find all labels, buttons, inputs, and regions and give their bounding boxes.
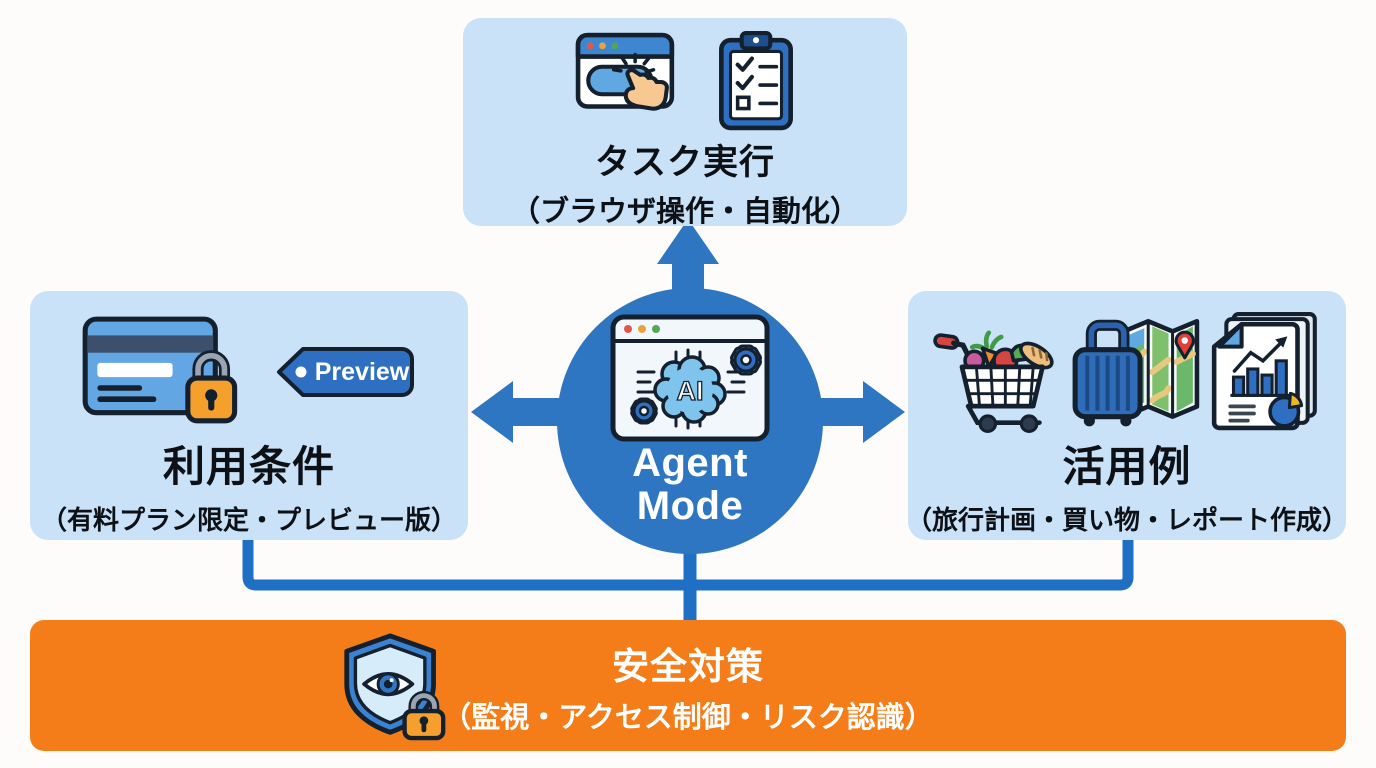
usage-conditions-title: 利用条件 bbox=[162, 443, 335, 490]
task-execution-icons bbox=[575, 30, 795, 132]
usage-conditions-card: Preview 利用条件 （有料プラン限定・プレビュー版） bbox=[30, 291, 468, 540]
suitcase-map-icon bbox=[1072, 318, 1200, 427]
use-cases-title: 活用例 bbox=[1062, 443, 1192, 490]
safety-measures-subtitle: （監視・アクセス制御・リスク認識） bbox=[442, 701, 934, 734]
safety-measures-title: 安全対策 bbox=[612, 645, 764, 687]
task-execution-subtitle: （ブラウザ操作・自動化） bbox=[510, 196, 859, 228]
shield-eye-lock-wrap bbox=[340, 630, 448, 742]
agent-mode-hub: AI Agent Mode bbox=[557, 288, 823, 554]
tag-icon bbox=[277, 347, 414, 397]
gear-icon-top-right bbox=[729, 344, 763, 376]
shopping-cart-icon bbox=[933, 330, 1054, 433]
credit-card-lock-icon bbox=[82, 316, 238, 424]
arrow-right-icon bbox=[794, 381, 905, 443]
arrow-up-icon bbox=[657, 219, 719, 302]
use-cases-card: 活用例 （旅行計画・買い物・レポート作成） bbox=[906, 291, 1349, 540]
browser-click-icon bbox=[575, 32, 675, 111]
task-execution-card: タスク実行 （ブラウザ操作・自動化） bbox=[463, 18, 907, 228]
usage-conditions-icons: Preview bbox=[82, 311, 416, 433]
usage-conditions-subtitle: （有料プラン限定・プレビュー版） bbox=[40, 505, 457, 535]
agent-mode-label-line1: Agent bbox=[632, 441, 748, 485]
arrow-left-icon bbox=[471, 381, 582, 443]
checklist-clipboard-icon bbox=[719, 31, 793, 131]
use-cases-icons bbox=[933, 307, 1321, 435]
shield-eye-lock-icon bbox=[344, 633, 446, 741]
report-icon bbox=[1211, 312, 1317, 431]
safety-measures-bar: 安全対策 （監視・アクセス制御・リスク認識） bbox=[30, 620, 1346, 751]
ai-label: AI bbox=[677, 376, 704, 406]
preview-tag: Preview bbox=[276, 346, 416, 398]
ai-browser-icon: AI bbox=[610, 314, 770, 442]
task-execution-title: タスク実行 bbox=[594, 143, 775, 182]
use-cases-subtitle: （旅行計画・買い物・レポート作成） bbox=[906, 505, 1349, 535]
preview-tag-label: Preview bbox=[314, 357, 410, 386]
gear-icon-bottom-left bbox=[630, 397, 658, 425]
agent-mode-label-line2: Mode bbox=[636, 484, 744, 529]
